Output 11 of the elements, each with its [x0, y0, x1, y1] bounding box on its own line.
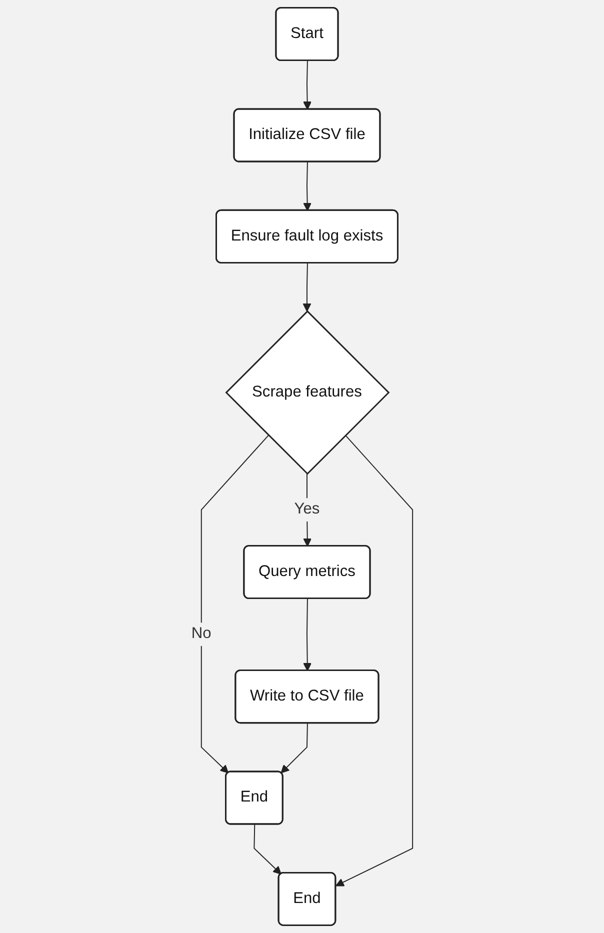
arrow: [303, 598, 312, 672]
edge-label: No: [191, 626, 212, 642]
arrow: [254, 824, 282, 874]
arrow: [280, 722, 308, 774]
arrow: [302, 262, 312, 312]
edge-label: Yes: [294, 501, 320, 518]
arrow: [303, 162, 312, 212]
arrow: [303, 60, 312, 110]
arrow: [336, 434, 414, 886]
arrow: [200, 434, 269, 774]
node-diamond: Scrape features: [225, 310, 390, 475]
